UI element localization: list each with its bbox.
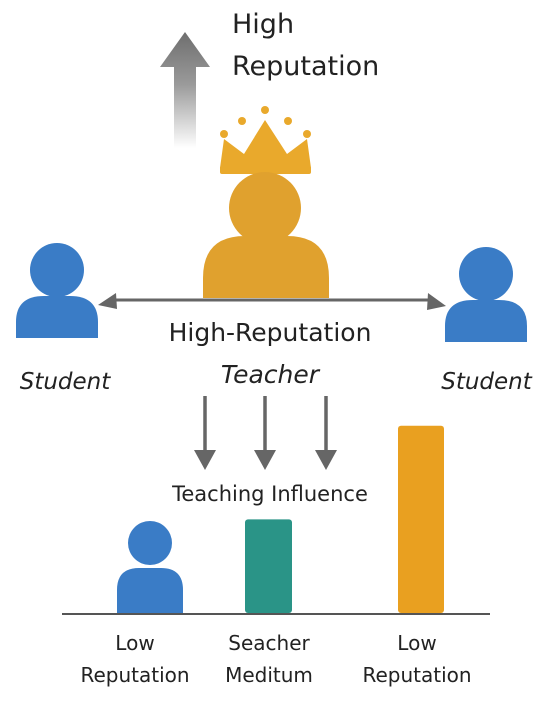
bar-3 bbox=[398, 425, 444, 613]
header-reputation: Reputation bbox=[232, 51, 380, 82]
influence-arrow-middle-icon bbox=[254, 396, 276, 470]
bar-label-1-line1: Low bbox=[115, 631, 155, 655]
crown-icon bbox=[220, 106, 311, 174]
left-student-figure bbox=[16, 243, 98, 338]
right-student-label: Student bbox=[441, 369, 532, 395]
bar-label-3-line1: Low bbox=[397, 631, 437, 655]
teaching-influence-caption: Teaching Influence bbox=[172, 482, 368, 506]
up-arrow-icon bbox=[160, 32, 210, 148]
teacher-label-line2: Teacher bbox=[220, 360, 320, 389]
bar-label-3-line2: Reputation bbox=[362, 663, 472, 687]
bar-label-2-line2: Meditum bbox=[225, 663, 313, 687]
influence-arrow-left-icon bbox=[194, 396, 216, 470]
teacher-label-line1: High-Reputation bbox=[168, 318, 372, 347]
influence-arrow-right-icon bbox=[315, 396, 337, 470]
header-high: High bbox=[232, 9, 295, 40]
bar-2 bbox=[245, 519, 292, 613]
right-student-figure bbox=[445, 247, 527, 342]
teacher-student-arrow-icon bbox=[98, 293, 446, 310]
left-student-label: Student bbox=[19, 369, 111, 395]
bar-label-2-line1: Seacher bbox=[228, 631, 310, 655]
bar-group bbox=[245, 425, 444, 613]
teacher-figure bbox=[203, 172, 329, 298]
bar-student-figure bbox=[117, 521, 183, 614]
bar-label-1-line2: Reputation bbox=[80, 663, 190, 687]
